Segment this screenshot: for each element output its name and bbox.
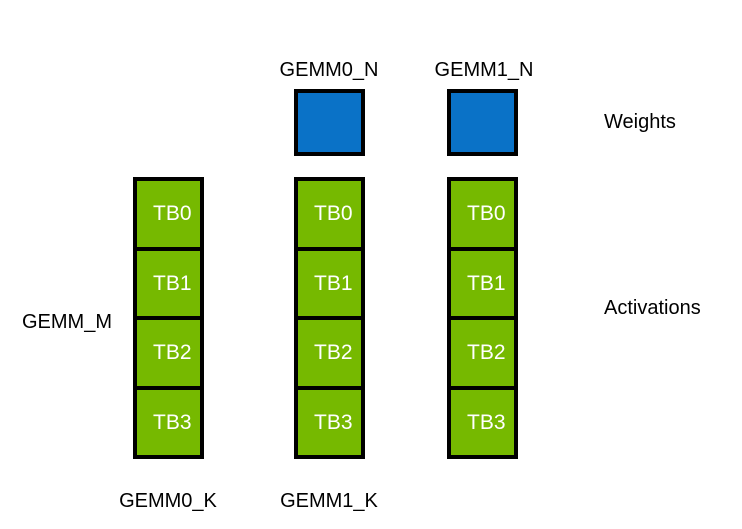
activation-cell-label: TB2 — [467, 341, 506, 365]
activation-cell: TB3 — [447, 385, 518, 459]
activation-cell-label: TB3 — [153, 410, 192, 434]
activation-cell: TB2 — [133, 316, 204, 390]
activation-cell: TB2 — [294, 316, 365, 390]
gemm1-weight-block — [447, 89, 518, 156]
activation-cell-label: TB2 — [314, 341, 353, 365]
activation-cell-label: TB0 — [153, 202, 192, 226]
activations-row-label: Activations — [604, 297, 701, 319]
activation-cell: TB0 — [447, 177, 518, 251]
gemm1-k-label: GEMM1_K — [280, 490, 378, 512]
gemm0-k-label: GEMM0_K — [119, 490, 217, 512]
activation-cell-label: TB3 — [467, 410, 506, 434]
activation-cell: TB1 — [133, 246, 204, 320]
gemm0-n-header-line1: GEMM0_N — [279, 59, 379, 81]
activation-cell-label: TB0 — [467, 202, 506, 226]
gemm0-weight-block — [294, 89, 365, 156]
activation-cell: TB0 — [133, 177, 204, 251]
activation-cell-label: TB1 — [314, 271, 353, 295]
activation-cell-label: TB1 — [153, 271, 192, 295]
activation-cell: TB3 — [294, 385, 365, 459]
activation-cell-label: TB2 — [153, 341, 192, 365]
activation-cell: TB2 — [447, 316, 518, 390]
activation-cell-label: TB1 — [467, 271, 506, 295]
activation-cell: TB1 — [447, 246, 518, 320]
activation-column-0: TB0 TB1 TB2 TB3 — [133, 177, 204, 459]
gemm-m-label: GEMM_M — [22, 311, 112, 333]
activation-column-1: TB0 TB1 TB2 TB3 — [294, 177, 365, 459]
weights-row-label: Weights — [604, 111, 676, 133]
activation-cell-label: TB3 — [314, 410, 353, 434]
activation-cell: TB0 — [294, 177, 365, 251]
activation-cell: TB3 — [133, 385, 204, 459]
activation-column-2: TB0 TB1 TB2 TB3 — [447, 177, 518, 459]
activation-cell: TB1 — [294, 246, 365, 320]
activation-cell-label: TB0 — [314, 202, 353, 226]
gemm1-n-header-line1: GEMM1_N — [434, 59, 534, 81]
